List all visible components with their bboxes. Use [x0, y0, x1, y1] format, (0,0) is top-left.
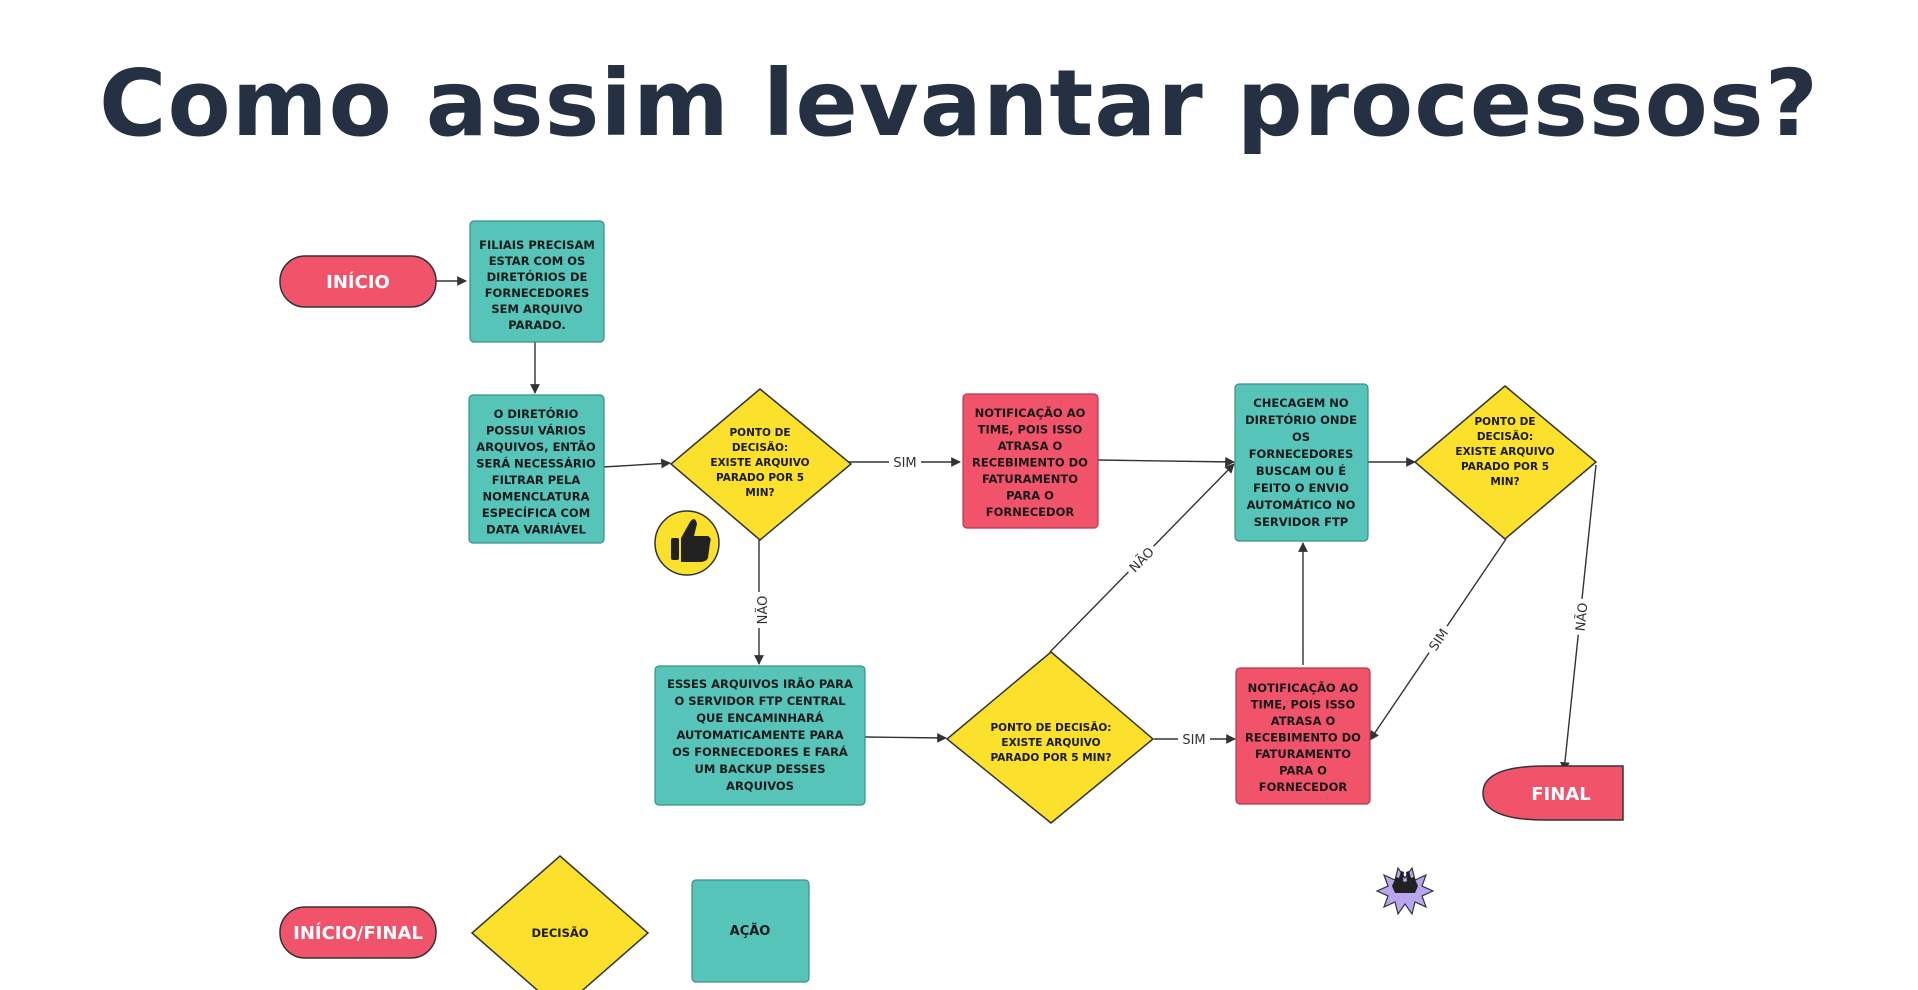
- node-text-line: EXISTE ARQUIVO: [1455, 446, 1554, 458]
- node-text-line: MIN?: [745, 487, 774, 499]
- node-notificacao-1: NOTIFICAÇÃO AO TIME, POIS ISSO ATRASA O REC…: [962, 393, 1099, 529]
- node-text-line: PONTO DE: [729, 427, 790, 439]
- node-text-line: PARA O: [1006, 489, 1054, 503]
- node-text-line: FATURAMENTO: [1255, 747, 1351, 761]
- node-text-line: EXISTE ARQUIVO: [1001, 737, 1100, 749]
- node-final-label: FINAL: [1531, 784, 1590, 805]
- node-text-line: ARQUIVOS: [726, 779, 794, 793]
- legend-terminal: INÍCIO/FINAL: [279, 906, 437, 959]
- node-notificacao-2: NOTIFICAÇÃO AO TIME, POIS ISSO ATRASA O REC…: [1235, 667, 1371, 805]
- node-text-line: PARA O: [1279, 764, 1327, 778]
- node-text-line: PARADO.: [508, 318, 565, 332]
- node-text-line: FORNECEDORES: [485, 286, 590, 300]
- node-text-line: FORNECEDOR: [986, 505, 1075, 519]
- node-text-line: SERÁ NECESSÁRIO: [476, 456, 596, 471]
- node-text-line: SERVIDOR FTP: [1254, 515, 1348, 529]
- thumbs-up-icon: [654, 510, 720, 576]
- node-text-line: FEITO O ENVIO: [1253, 481, 1349, 495]
- node-text-line: O DIRETÓRIO: [494, 406, 579, 421]
- legend-terminal-label: INÍCIO/FINAL: [293, 922, 423, 944]
- node-text-line: ATRASA O: [1271, 714, 1336, 728]
- node-text-line: ESTAR COM OS: [489, 254, 586, 268]
- node-text-line: DIRETÓRIOS DE: [487, 269, 588, 284]
- node-ftp: ESSES ARQUIVOS IRÃO PARA O SERVIDOR FTP C…: [654, 665, 866, 806]
- node-text-line: SEM ARQUIVO: [491, 302, 582, 316]
- node-checagem: CHECAGEM NO DIRETÓRIO ONDE OS FORNECEDORES B…: [1234, 383, 1369, 542]
- legend-decision: DECISÃO: [470, 855, 650, 990]
- node-text-line: BUSCAM OU É: [1256, 463, 1346, 478]
- legend: INÍCIO/FINAL DECISÃO AÇÃO: [279, 855, 810, 990]
- edge-labels: SIM SIM NÃO NÃO SIM NÃO: [753, 453, 1592, 748]
- node-text-line: PARADO POR 5 MIN?: [991, 752, 1112, 764]
- node-text-line: FORNECEDOR: [1259, 780, 1348, 794]
- node-text-line: FORNECEDORES: [1249, 447, 1354, 461]
- node-text-line: EXISTE ARQUIVO: [710, 457, 809, 469]
- nodes-decisao2-label: PONTO DE DECISÃO: EXISTE ARQUIVO PARADO PO…: [990, 721, 1111, 764]
- edge-label-nao-3: NÃO: [1573, 602, 1592, 632]
- node-text-line: FATURAMENTO: [982, 472, 1078, 486]
- node-text-line: POSSUI VÁRIOS: [486, 423, 586, 438]
- legend-action-label: AÇÃO: [730, 923, 771, 939]
- nodes-notif2-label: NOTIFICAÇÃO AO TIME, POIS ISSO ATRASA O REC…: [1245, 680, 1361, 794]
- nodes-decisao1-label: PONTO DE DECISÃO: EXISTE ARQUIVO PARADO POR…: [710, 427, 809, 499]
- edge-label-sim-1: SIM: [893, 456, 916, 471]
- node-text-line: PARADO POR 5: [1461, 461, 1549, 473]
- node-text-line: AUTOMATICAMENTE PARA: [676, 728, 843, 742]
- edge-label-nao-1: NÃO: [755, 596, 771, 625]
- nodes-checagem-label: CHECAGEM NO DIRETÓRIO ONDE OS FORNECEDORES B…: [1245, 396, 1357, 529]
- node-text-line: QUE ENCAMINHARÁ: [696, 710, 824, 725]
- node-text-line: ESSES ARQUIVOS IRÃO PARA: [667, 676, 853, 691]
- nodes-notif1-label: NOTIFICAÇÃO AO TIME, POIS ISSO ATRASA O REC…: [972, 405, 1088, 519]
- node-text-line: NOMENCLATURA: [482, 490, 589, 504]
- node-decisao-3: PONTO DE DECISÃO: EXISTE ARQUIVO PARADO POR…: [1413, 385, 1598, 540]
- node-text-line: DECISÃO:: [732, 441, 788, 454]
- node-text-line: FILIAIS PRECISAM: [479, 238, 595, 252]
- node-text-line: NOTIFICAÇÃO AO: [1248, 680, 1359, 695]
- node-text-line: DIRETÓRIO ONDE: [1245, 412, 1357, 427]
- node-text-line: PONTO DE DECISÃO:: [990, 721, 1111, 734]
- node-text-line: TIME, POIS ISSO: [1251, 698, 1356, 712]
- node-decisao-1: PONTO DE DECISÃO: EXISTE ARQUIVO PARADO POR…: [669, 388, 853, 541]
- node-text-line: OS FORNECEDORES E FARÁ: [672, 744, 848, 759]
- node-text-line: PONTO DE: [1474, 416, 1535, 428]
- node-text-line: OS: [1292, 430, 1310, 444]
- node-text-line: AUTOMÁTICO NO: [1247, 497, 1356, 512]
- node-text-line: TIME, POIS ISSO: [978, 423, 1083, 437]
- node-decisao-2: PONTO DE DECISÃO: EXISTE ARQUIVO PARADO PO…: [945, 651, 1155, 824]
- node-text-line: DATA VARIÁVEL: [486, 522, 586, 537]
- node-text-line: FILTRAR PELA: [492, 473, 581, 487]
- edge-notif1-checagem: [1097, 456, 1235, 467]
- page-title: Como assim levantar processos?: [98, 50, 1819, 157]
- legend-action: AÇÃO: [691, 879, 810, 983]
- edge-label-sim-2: SIM: [1182, 733, 1205, 748]
- edge-ftp-decisao2: [864, 732, 947, 743]
- node-text-line: O SERVIDOR FTP CENTRAL: [674, 694, 846, 708]
- nodes-ftp-label: ESSES ARQUIVOS IRÃO PARA O SERVIDOR FTP C…: [667, 676, 853, 793]
- legend-decision-label: DECISÃO: [531, 925, 588, 940]
- node-text-line: ARQUIVOS, ENTÃO: [476, 439, 596, 454]
- node-inicio: INÍCIO: [279, 255, 437, 308]
- node-text-line: CHECAGEM NO: [1253, 396, 1349, 410]
- raised-hands-icon: [1375, 866, 1435, 916]
- node-text-line: MIN?: [1490, 476, 1519, 488]
- node-text-line: ATRASA O: [998, 439, 1063, 453]
- node-inicio-label: INÍCIO: [326, 271, 390, 293]
- edge-diretorio-decisao1: [602, 458, 671, 469]
- node-text-line: ESPECÍFICA COM: [482, 505, 590, 520]
- node-text-line: RECEBIMENTO DO: [1245, 731, 1361, 745]
- node-final: FINAL: [1482, 765, 1624, 821]
- node-text-line: UM BACKUP DESSES: [695, 762, 826, 776]
- node-text-line: RECEBIMENTO DO: [972, 456, 1088, 470]
- node-text-line: NOTIFICAÇÃO AO: [975, 405, 1086, 420]
- node-text-line: DECISÃO:: [1477, 430, 1533, 443]
- nodes-decisao3-label: PONTO DE DECISÃO: EXISTE ARQUIVO PARADO POR…: [1455, 416, 1554, 488]
- node-text-line: PARADO POR 5: [716, 472, 804, 484]
